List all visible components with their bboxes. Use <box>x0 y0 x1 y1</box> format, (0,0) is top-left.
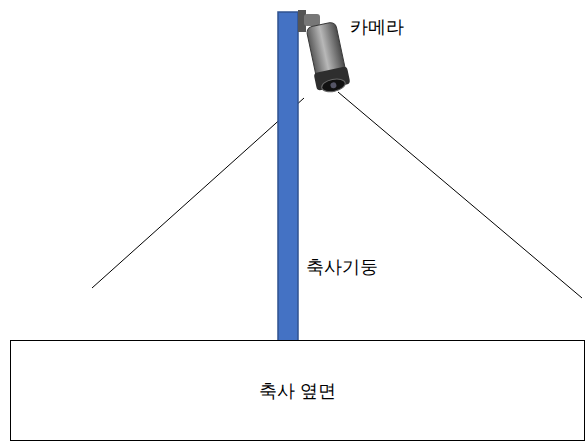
barn-side-box: 축사 옆면 <box>10 340 585 441</box>
camera-symbol <box>298 10 351 95</box>
label-text: 축사기둥 <box>306 256 378 277</box>
label-text: 카메라 <box>350 16 404 37</box>
barn-pillar <box>278 12 298 341</box>
pillar-label: 축사기둥 <box>306 256 378 278</box>
view-line <box>92 98 304 288</box>
box-text: 축사 옆면 <box>259 380 337 402</box>
camera-label: 카메라 <box>350 16 404 38</box>
